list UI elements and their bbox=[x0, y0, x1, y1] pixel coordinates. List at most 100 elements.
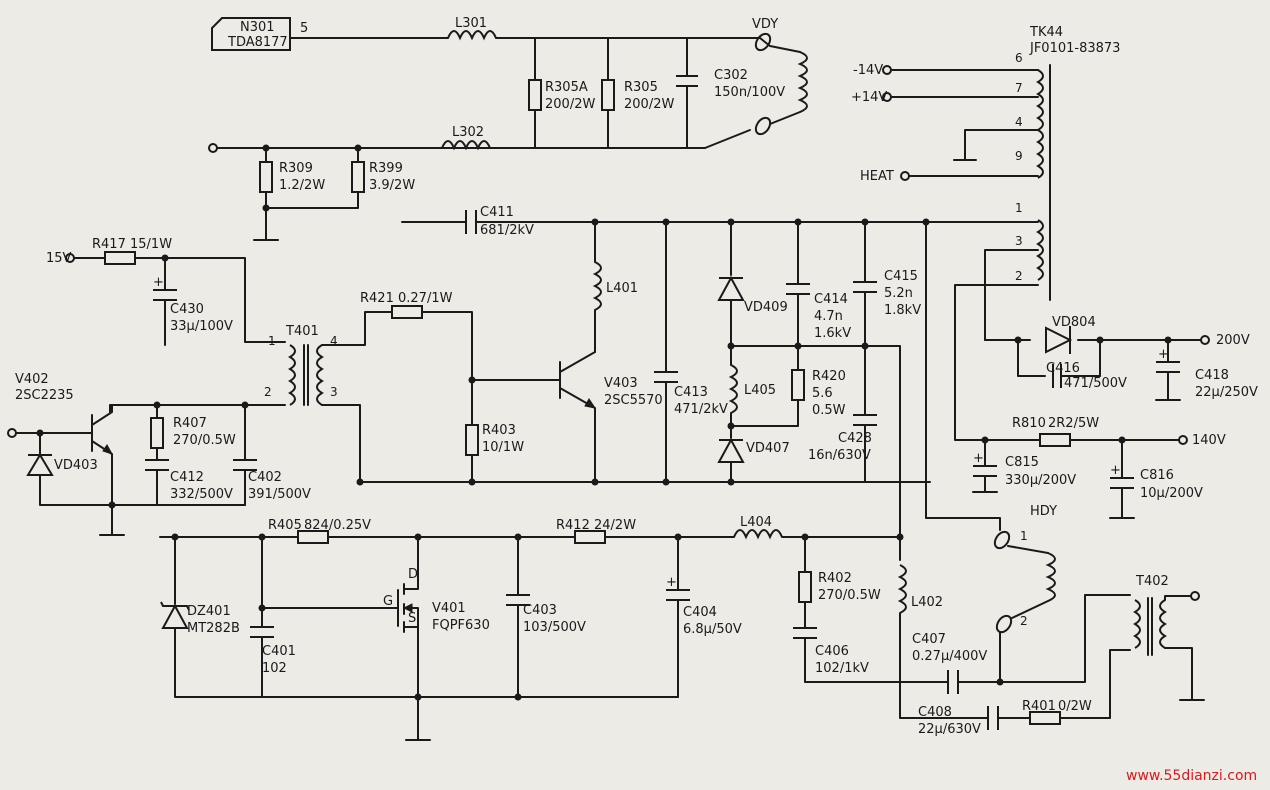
capacitor-c414 bbox=[786, 283, 810, 295]
v402-part: 2SC2235 bbox=[15, 388, 74, 403]
c815-value: 330μ/200V bbox=[1005, 473, 1076, 488]
r401-value: 0/2W bbox=[1058, 699, 1092, 714]
watermark: www.55dianzi.com bbox=[1126, 768, 1257, 784]
l402-label: L402 bbox=[911, 595, 943, 610]
resistor-r412 bbox=[574, 530, 606, 544]
resistor-r305a bbox=[528, 79, 542, 111]
tk44-pin4: 4 bbox=[1015, 115, 1023, 129]
r810-value: 2R2/5W bbox=[1048, 416, 1099, 431]
c415-value1: 5.2n bbox=[884, 286, 913, 301]
resistor-r417 bbox=[104, 251, 136, 265]
r305a-value: 200/2W bbox=[545, 97, 595, 112]
t401-secondary bbox=[316, 344, 324, 406]
c411-value: 681/2kV bbox=[480, 223, 534, 238]
r402-value: 270/0.5W bbox=[818, 588, 881, 603]
ic-n301 bbox=[211, 17, 291, 51]
c428-value: 16n/630V bbox=[808, 448, 871, 463]
resistor-r403 bbox=[465, 424, 479, 456]
c408-value: 22μ/630V bbox=[918, 722, 981, 737]
diode-vd804 bbox=[1045, 326, 1073, 354]
yoke-hdy bbox=[993, 530, 1056, 683]
c302-label: C302 bbox=[714, 68, 748, 83]
c430-plus: + bbox=[153, 275, 164, 290]
capacitor-c402 bbox=[233, 459, 257, 471]
dz401-label: DZ401 bbox=[187, 604, 231, 619]
inductor-l302 bbox=[441, 140, 491, 151]
capacitor-c430 bbox=[153, 289, 177, 301]
hdy-pin2: 2 bbox=[1020, 614, 1028, 628]
terminal-v402-base bbox=[7, 428, 17, 438]
hdy-label: HDY bbox=[1030, 504, 1057, 519]
tk44-part: JF0101-83873 bbox=[1029, 41, 1120, 56]
r399-value: 3.9/2W bbox=[369, 178, 415, 193]
c403-label: C403 bbox=[523, 603, 557, 618]
dz401-part: MT282B bbox=[187, 621, 240, 636]
c816-value: 10μ/200V bbox=[1140, 486, 1203, 501]
v140-label: 140V bbox=[1192, 433, 1226, 448]
r403-label: R403 bbox=[482, 423, 516, 438]
resistor-r405 bbox=[297, 530, 329, 544]
c411-label: C411 bbox=[480, 205, 514, 220]
v403-part: 2SC5570 bbox=[604, 393, 663, 408]
c406-value: 102/1kV bbox=[815, 661, 869, 676]
inductor-l405 bbox=[728, 364, 738, 414]
c407-value: 0.27μ/400V bbox=[912, 649, 987, 664]
r405-value: 824/0.25V bbox=[304, 518, 371, 533]
r309-value: 1.2/2W bbox=[279, 178, 325, 193]
r305-value: 200/2W bbox=[624, 97, 674, 112]
c418-value: 22μ/250V bbox=[1195, 385, 1258, 400]
r407-value: 270/0.5W bbox=[173, 433, 236, 448]
mosfet-v401 bbox=[397, 536, 419, 741]
mosfet-source: S bbox=[408, 611, 416, 626]
capacitor-c815 bbox=[973, 465, 997, 477]
resistor-r407 bbox=[150, 417, 164, 449]
tk44-pin7: 7 bbox=[1015, 81, 1023, 95]
r305a-label: R305A bbox=[545, 80, 588, 95]
terminal-p14v bbox=[882, 92, 892, 102]
capacitor-c404 bbox=[666, 589, 690, 601]
c413-label: C413 bbox=[674, 385, 708, 400]
c430-label: C430 bbox=[170, 302, 204, 317]
terminal-t402-output bbox=[1190, 591, 1200, 601]
l302-label: L302 bbox=[452, 125, 484, 140]
transistor-v403 bbox=[559, 319, 597, 483]
c418-label: C418 bbox=[1195, 368, 1229, 383]
c406-label: C406 bbox=[815, 644, 849, 659]
c402-label: C402 bbox=[248, 470, 282, 485]
vd407-label: VD407 bbox=[746, 441, 790, 456]
c413-value: 471/2kV bbox=[674, 402, 728, 417]
c428-label: C428 bbox=[838, 431, 872, 446]
tk44-label: TK44 bbox=[1029, 25, 1063, 40]
inductor-l402 bbox=[897, 564, 907, 614]
resistor-r401 bbox=[1029, 711, 1061, 725]
c416-value: 471/500V bbox=[1064, 376, 1127, 391]
c401-value: 102 bbox=[262, 661, 287, 676]
v15-label: 15V bbox=[46, 251, 72, 266]
v200-label: 200V bbox=[1216, 333, 1250, 348]
capacitor-c413 bbox=[654, 371, 678, 383]
c815-label: C815 bbox=[1005, 455, 1039, 470]
l404-label: L404 bbox=[740, 515, 772, 530]
c412-label: C412 bbox=[170, 470, 204, 485]
c404-value: 6.8μ/50V bbox=[683, 622, 742, 637]
vd804-label: VD804 bbox=[1052, 315, 1096, 330]
r399-label: R399 bbox=[369, 161, 403, 176]
r412-value: 24/2W bbox=[594, 518, 636, 533]
r405-label: R405 bbox=[268, 518, 302, 533]
resistor-r810 bbox=[1039, 433, 1071, 447]
v401-part: FQPF630 bbox=[432, 618, 490, 633]
resistor-r309 bbox=[259, 161, 273, 193]
vd403-label: VD403 bbox=[54, 458, 98, 473]
diode-vd409 bbox=[717, 275, 745, 301]
c416-label: C416 bbox=[1046, 361, 1080, 376]
c404-label: C404 bbox=[683, 605, 717, 620]
heat-label: HEAT bbox=[860, 169, 894, 184]
vd409-label: VD409 bbox=[744, 300, 788, 315]
capacitor-c403 bbox=[506, 594, 530, 606]
capacitor-c407 bbox=[947, 670, 959, 694]
c412-value: 332/500V bbox=[170, 487, 233, 502]
t401-primary bbox=[288, 344, 296, 406]
m14v-label: -14V bbox=[853, 63, 883, 78]
